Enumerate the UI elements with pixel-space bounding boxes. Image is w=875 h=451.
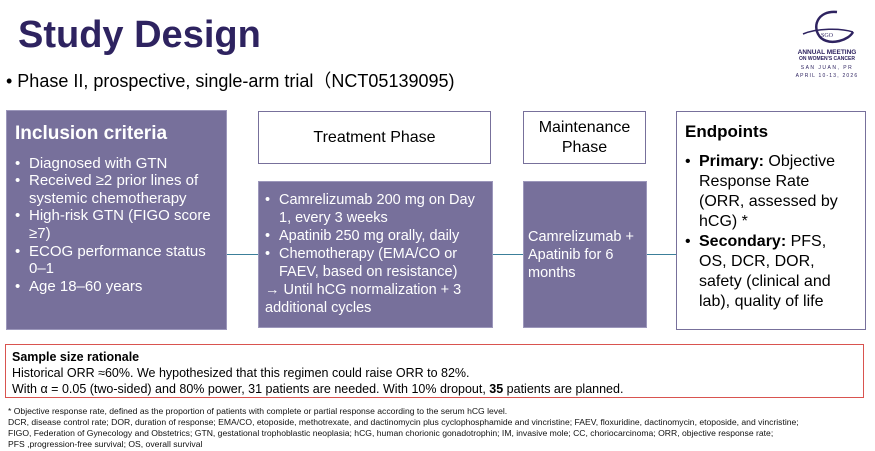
treatment-item: Apatinib 250 mg orally, daily [265,227,486,245]
sample-heading: Sample size rationale [12,350,140,364]
sample-size-box: Sample size rationale Historical ORR ≈60… [5,344,864,398]
primary-label: Primary: [699,153,764,170]
arrow-connector [647,254,676,255]
trial-description: • Phase II, prospective, single-arm tria… [6,71,455,91]
treatment-phase-header: Treatment Phase [258,111,491,164]
inclusion-item: Age 18–60 years [15,278,218,296]
endpoints-heading: Endpoints [685,122,769,141]
logo-line2: ON WOMEN'S CANCER [799,56,855,62]
sample-text: patients are planned. [503,382,624,396]
inclusion-item: High-risk GTN (FIGO score ≥7) [15,207,218,242]
footnote: PFS ,progression-free survival; OS, over… [8,439,203,449]
inclusion-item: ECOG performance status 0–1 [15,243,218,278]
maintenance-phase-box: Camrelizumab + Apatinib for 6 months [523,181,647,328]
arrow-connector [493,254,523,255]
treatment-note: → Until hCG normalization + 3 additional… [265,282,462,316]
arrow-connector [227,254,258,255]
sgo-swirl-icon [802,10,855,43]
inclusion-item: Diagnosed with GTN [15,155,218,173]
maintenance-phase-header: Maintenance Phase [523,111,646,164]
sample-text: With α = 0.05 (two-sided) and 80% power,… [12,382,490,396]
sample-line1: Historical ORR ≈60%. We hypothesized tha… [12,366,470,380]
sgo-logo: SGO ANNUAL MEETING ON WOMEN'S CANCER SAN… [782,8,872,88]
endpoints-box: Endpoints Primary: Objective Response Ra… [676,111,866,330]
maintenance-text: Camrelizumab + Apatinib for 6 months [528,228,634,281]
footnote: DCR, disease control rate; DOR, duration… [8,417,799,427]
secondary-label: Secondary: [699,233,787,250]
footnotes: * Objective response rate, defined as th… [8,406,799,450]
treatment-phase-box: Camrelizumab 200 mg on Day 1, every 3 we… [258,181,493,328]
sample-line2: With α = 0.05 (two-sided) and 80% power,… [12,381,857,397]
inclusion-heading: Inclusion criteria [15,123,168,144]
inclusion-criteria-box: Inclusion criteria Diagnosed with GTN Re… [6,110,227,330]
logo-line3: SAN JUAN, PR [800,65,854,71]
logo-line1: ANNUAL MEETING [797,49,857,56]
footnote: FIGO, Federation of Gynecology and Obste… [8,428,774,438]
page-title: Study Design [18,14,261,56]
secondary-text: PFS, OS, DCR, DOR, safety (clinical and … [699,233,831,310]
logo-line4: APRIL 10-13, 2026 [795,73,859,79]
treatment-item: Camrelizumab 200 mg on Day 1, every 3 we… [265,191,486,227]
primary-text: Objective Response Rate (ORR, assessed b… [699,153,838,230]
footnote: * Objective response rate, defined as th… [8,406,508,416]
treatment-item: Chemotherapy (EMA/CO or FAEV, based on r… [265,245,486,281]
logo-text: SGO [820,33,833,39]
primary-endpoint: Primary: Objective Response Rate (ORR, a… [685,152,857,232]
inclusion-item: Received ≥2 prior lines of systemic chem… [15,172,218,207]
planned-count: 35 [489,382,504,396]
secondary-endpoint: Secondary: PFS, OS, DCR, DOR, safety (cl… [685,232,857,312]
